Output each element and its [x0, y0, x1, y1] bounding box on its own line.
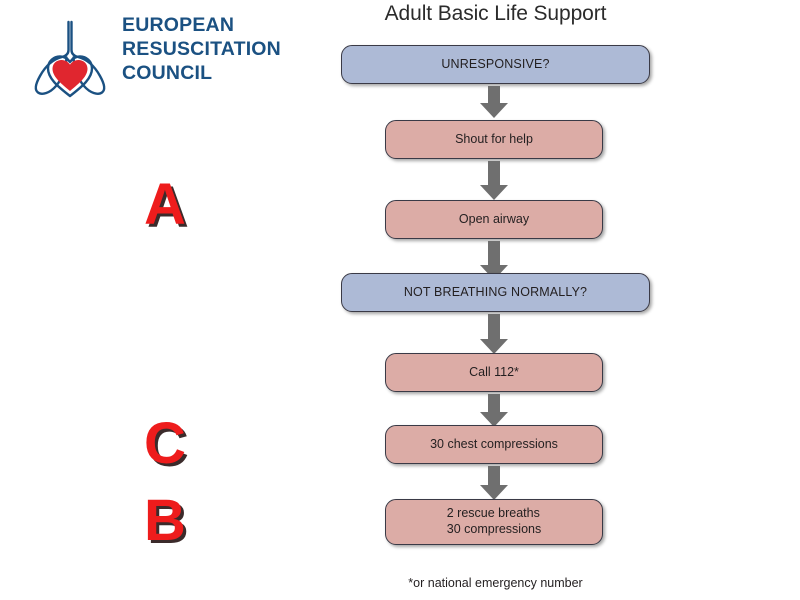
- flow-arrow-5: [480, 394, 508, 427]
- flow-node-label: Open airway: [458, 211, 530, 226]
- flow-node-label: UNRESPONSIVE?: [441, 56, 550, 71]
- flow-node-label-line-2: 30 compressions: [446, 522, 542, 536]
- flow-node-open-airway: Open airway: [385, 200, 603, 239]
- flow-node-chest-compressions: 30 chest compressions: [385, 425, 603, 464]
- flow-arrow-6: [480, 466, 508, 501]
- flow-node-not-breathing-normally: NOT BREATHING NORMALLY?: [341, 273, 650, 312]
- flow-node-call-112: Call 112*: [385, 353, 603, 392]
- abc-letter-circulation: C: [144, 411, 186, 476]
- flow-node-label: Call 112*: [469, 364, 519, 379]
- footnote-emergency-number: *or national emergency number: [408, 576, 583, 590]
- flow-node-unresponsive: UNRESPONSIVE?: [341, 45, 650, 84]
- wordmark-line-1: EUROPEAN: [122, 14, 235, 36]
- flow-node-label-block: 2 rescue breaths 30 compressions: [439, 506, 550, 537]
- page-title: Adult Basic Life Support: [384, 2, 607, 25]
- flow-node-label: Shout for help: [455, 131, 533, 146]
- flow-node-label: 30 chest compressions: [430, 436, 558, 451]
- flow-arrow-4: [480, 314, 508, 356]
- erc-logo: EUROPEAN RESUSCITATION COUNCIL: [24, 8, 324, 108]
- lungs-with-heart-logo-icon: [24, 10, 116, 102]
- flow-node-rescue-breaths: 2 rescue breaths 30 compressions: [385, 499, 603, 545]
- abc-letter-breathing: B: [144, 488, 186, 553]
- flow-node-label-line-1: 2 rescue breaths: [446, 506, 540, 521]
- flow-node-label: NOT BREATHING NORMALLY?: [403, 284, 588, 299]
- erc-wordmark: EUROPEAN RESUSCITATION COUNCIL: [122, 14, 332, 85]
- abc-letter-airway: A: [144, 172, 186, 237]
- flow-node-shout-for-help: Shout for help: [385, 120, 603, 159]
- wordmark-line-2: RESUSCITATION: [122, 37, 281, 60]
- flow-arrow-2: [480, 161, 508, 201]
- wordmark-line-3: COUNCIL: [122, 61, 213, 84]
- flow-arrow-1: [480, 86, 508, 118]
